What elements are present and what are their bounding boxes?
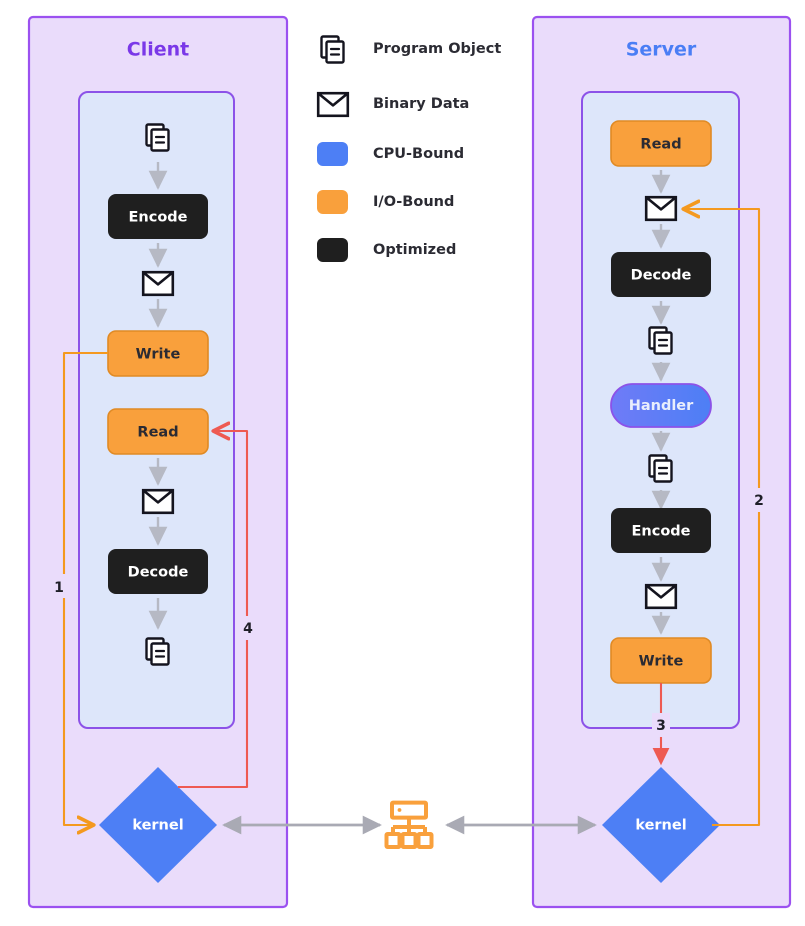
client-lane-title: Client — [127, 39, 189, 61]
edge-1-label-bg — [50, 574, 68, 598]
server-read-label: Read — [640, 137, 681, 153]
server-handler-node[interactable]: Handler — [610, 383, 712, 428]
server-kernel-label: kernel — [635, 818, 686, 834]
server-binary-in-icon — [644, 195, 678, 222]
legend-item-optimized: Optimized — [317, 238, 456, 262]
server-kernel-diamond[interactable] — [602, 767, 720, 883]
legend-item-cpu-bound: CPU-Bound — [317, 142, 464, 166]
client-encode-box[interactable] — [108, 194, 208, 239]
server-program-object-in-icon — [648, 326, 673, 355]
client-encode-label: Encode — [129, 210, 188, 226]
edge-2-path — [684, 209, 761, 827]
edge-2-label-bg — [750, 488, 768, 512]
client-binary-out-icon — [141, 270, 175, 297]
server-program-object-out-icon — [648, 454, 673, 483]
edge-4-path — [178, 431, 249, 789]
client-encode-node[interactable]: Encode — [108, 194, 208, 239]
legend-swatch-io-bound — [317, 190, 348, 214]
client-binary-in-icon — [141, 488, 175, 515]
legend-label-io-bound: I/O-Bound — [373, 194, 454, 210]
edge-3-label: 3 — [656, 718, 666, 734]
legend-item-program-object: Program Object — [320, 35, 501, 64]
legend-item-binary-data: Binary Data — [316, 91, 469, 118]
legend-swatch-optimized — [317, 238, 348, 262]
edge-3-label-bg — [652, 713, 670, 737]
server-handler-box[interactable] — [610, 383, 712, 428]
client-write-node[interactable]: Write — [107, 330, 209, 377]
legend-label-optimized: Optimized — [373, 242, 456, 258]
server-lane: Server Read Decode Handler — [531, 15, 792, 909]
server-encode-node[interactable]: Encode — [611, 508, 711, 553]
client-kernel-label: kernel — [132, 818, 183, 834]
edge-4-label-bg — [239, 616, 257, 640]
server-read-node[interactable]: Read — [610, 120, 712, 167]
client-read-node[interactable]: Read — [107, 408, 209, 455]
server-decode-node[interactable]: Decode — [611, 252, 711, 297]
network-topology-icon — [384, 800, 434, 849]
legend-label-binary-data: Binary Data — [373, 96, 469, 112]
server-read-box[interactable] — [610, 120, 712, 167]
server-lane-title: Server — [626, 39, 697, 61]
server-decode-label: Decode — [631, 268, 692, 284]
client-kernel-diamond[interactable] — [99, 767, 217, 883]
binary-data-icon — [316, 91, 350, 118]
client-decode-box[interactable] — [108, 549, 208, 594]
legend-label-cpu-bound: CPU-Bound — [373, 146, 464, 162]
server-encode-box[interactable] — [611, 508, 711, 553]
server-encode-label: Encode — [632, 524, 691, 540]
client-read-label: Read — [137, 425, 178, 441]
edge-1-label: 1 — [54, 580, 64, 596]
program-object-icon — [320, 35, 345, 64]
legend-swatch-cpu-bound — [317, 142, 348, 166]
client-program-object-out-icon — [145, 637, 170, 666]
server-decode-box[interactable] — [611, 252, 711, 297]
client-decode-node[interactable]: Decode — [108, 549, 208, 594]
server-write-label: Write — [639, 654, 684, 670]
client-lane: Client Encode Write Read — [27, 15, 289, 909]
client-read-box[interactable] — [107, 408, 209, 455]
server-kernel-node[interactable]: kernel — [602, 767, 720, 883]
client-program-object-in-icon — [145, 123, 170, 152]
legend-label-program-object: Program Object — [373, 41, 501, 57]
client-decode-label: Decode — [128, 565, 189, 581]
edge-4-label: 4 — [243, 621, 253, 637]
server-binary-out-icon — [644, 583, 678, 610]
client-write-label: Write — [136, 347, 181, 363]
legend-item-io-bound: I/O-Bound — [317, 190, 454, 214]
client-kernel-node[interactable]: kernel — [99, 767, 217, 883]
server-write-node[interactable]: Write — [610, 637, 712, 684]
legend: Program Object Binary Data CPU-Bound I/O… — [316, 35, 501, 262]
server-handler-label: Handler — [629, 398, 694, 414]
edge-2-label: 2 — [754, 493, 764, 509]
